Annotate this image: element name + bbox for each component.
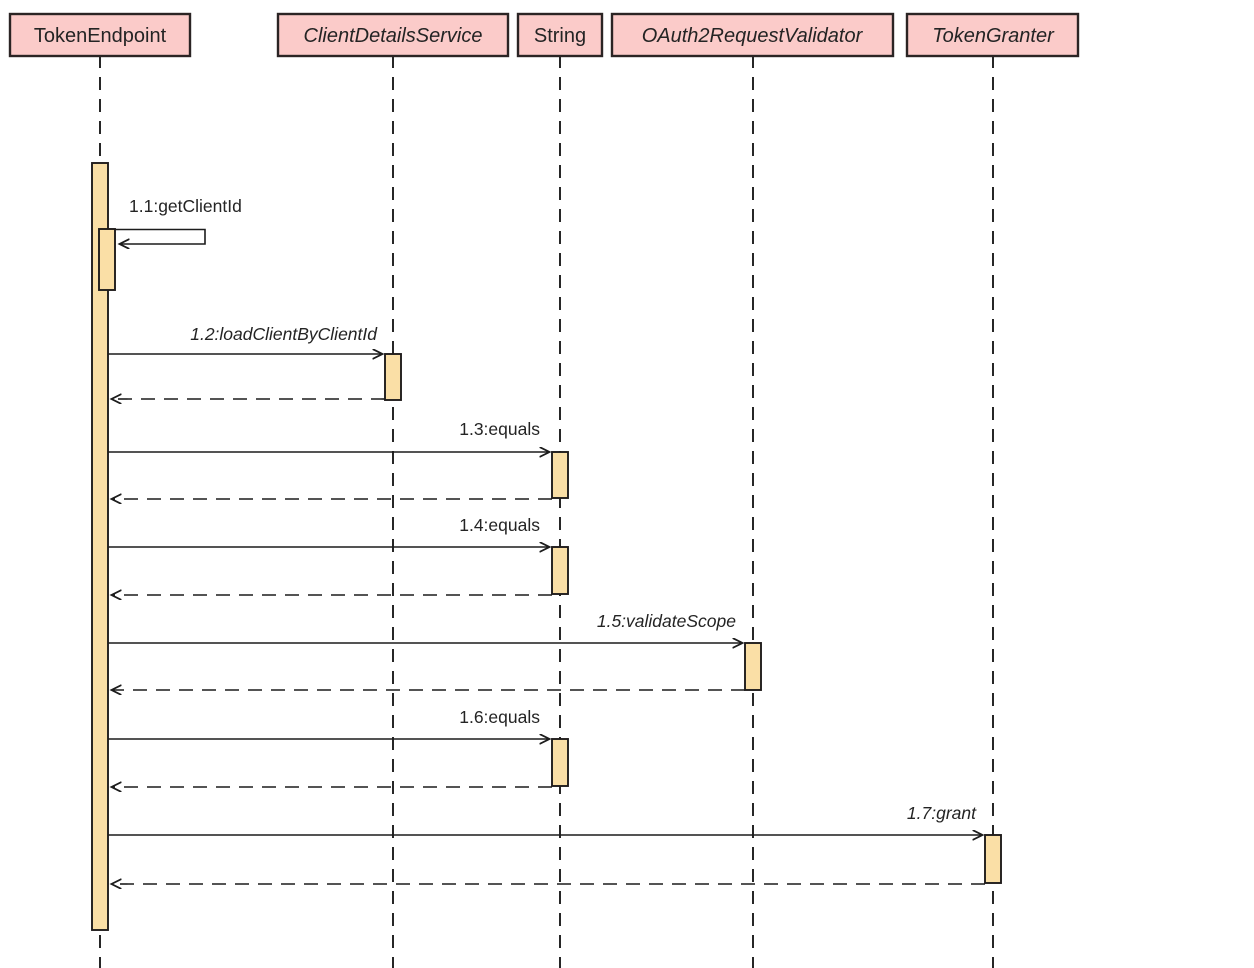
message-1-1: 1.1:getClientId (98, 196, 242, 291)
message-1-7: 1.7:grant (108, 803, 1002, 884)
participant-label-clientdetailsservice: ClientDetailsService (304, 25, 483, 47)
participant-oauth2requestvalidator: OAuth2RequestValidator (610, 12, 895, 58)
activation-string-3 (551, 738, 569, 787)
participant-clientdetailsservice: ClientDetailsService (276, 12, 510, 58)
participant-label-string: String (534, 25, 586, 47)
message-label-1-2: 1.2:loadClientByClientId (190, 324, 378, 344)
message-1-6: 1.6:equals (108, 707, 569, 787)
participant-label-oauth2requestvalidator: OAuth2RequestValidator (642, 25, 864, 47)
message-label-1-3: 1.3:equals (459, 419, 540, 439)
message-label-1-7: 1.7:grant (907, 803, 977, 823)
participant-label-tokengranter: TokenGranter (932, 25, 1055, 47)
activation-string-1 (551, 451, 569, 499)
message-1-5: 1.5:validateScope (108, 611, 762, 691)
activation-tokengranter (984, 834, 1002, 884)
message-label-1-4: 1.4:equals (459, 515, 540, 535)
message-label-1-5: 1.5:validateScope (597, 611, 736, 631)
participant-string: String (516, 12, 604, 58)
message-label-1-6: 1.6:equals (459, 707, 540, 727)
message-label-1-1: 1.1:getClientId (129, 196, 242, 216)
message-1-4: 1.4:equals (108, 515, 569, 595)
activation-tokenendpoint-self (98, 228, 116, 291)
participant-tokenendpoint: TokenEndpoint (8, 12, 192, 58)
activation-clientdetailsservice (384, 353, 402, 401)
message-1-2: 1.2:loadClientByClientId (108, 324, 402, 401)
activation-string-2 (551, 546, 569, 595)
participant-tokengranter: TokenGranter (905, 12, 1080, 58)
participant-label-tokenendpoint: TokenEndpoint (34, 25, 167, 47)
activation-oauth2requestvalidator (744, 642, 762, 691)
message-1-3: 1.3:equals (108, 419, 569, 499)
